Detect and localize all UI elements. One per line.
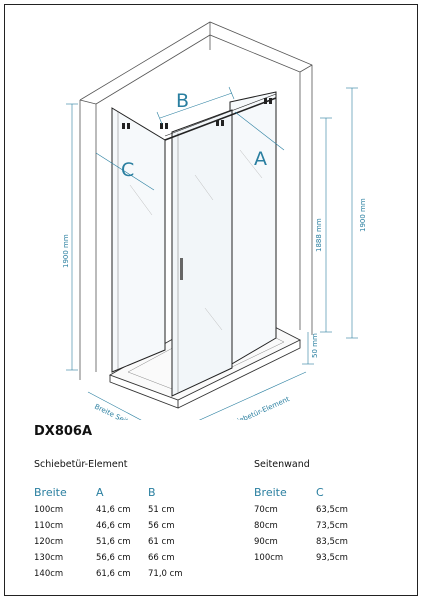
cell: 66 cm [148,553,175,563]
table-row: 70cm 63,5cm [254,506,366,522]
table-row: 80cm 73,5cm [254,522,366,538]
table-row: 140cm 61,6 cm 71,0 cm [34,570,198,586]
cell: 100cm [34,505,64,515]
tray-height-text: 50 mm [311,333,319,358]
table-row: 110cm 46,6 cm 56 cm [34,522,198,538]
cell: 56 cm [148,521,175,531]
table-row: 120cm 51,6 cm 61 cm [34,538,198,554]
schiebetuer-title: Schiebetür-Element [34,459,128,470]
cell: 41,6 cm [96,505,131,515]
page-frame [4,4,418,596]
table-row: 130cm 56,6 cm 66 cm [34,554,198,570]
cell: 73,5cm [316,521,348,531]
cell: 90cm [254,537,278,547]
col-c: C [316,486,324,499]
cell: 46,6 cm [96,521,131,531]
cell: 56,6 cm [96,553,131,563]
height-right-text: 1900 mm [359,198,367,232]
shower-enclosure-drawing: B A C 1900 mm 1900 mm 1888 mm 50 mm Brei… [62,21,367,420]
cell: 51,6 cm [96,537,131,547]
col-breite: Breite [34,486,67,499]
cell: 140cm [34,569,64,579]
cell: 61,6 cm [96,569,131,579]
model-number: DX806A [34,424,93,439]
cell: 63,5cm [316,505,348,515]
width-side-text: Breite Seitenwand [93,403,154,420]
cell: 83,5cm [316,537,348,547]
room-walls [79,21,313,380]
height-left-text: 1900 mm [62,234,70,268]
col-b: B [148,486,156,499]
fittings [122,98,272,129]
label-b: B [176,90,189,112]
cell: 120cm [34,537,64,547]
glass-panels [111,91,277,397]
cell: 100cm [254,553,284,563]
label-c: C [121,159,134,181]
cell: 110cm [34,521,64,531]
cell: 93,5cm [316,553,348,563]
cell: 61 cm [148,537,175,547]
table-row: 100cm 93,5cm [254,554,366,570]
seitenwand-title: Seitenwand [254,459,310,470]
seitenwand-table: Breite C 70cm 63,5cm 80cm 73,5cm 90cm 83,5c… [254,486,366,570]
cell: 80cm [254,521,278,531]
schiebetuer-table: Breite A B 100cm 41,6 cm 51 cm 110cm 46,6 c… [34,486,198,586]
cell: 130cm [34,553,64,563]
cell: 70cm [254,505,278,515]
cell: 51 cm [148,505,175,515]
col-a: A [96,486,104,499]
table-row: 100cm 41,6 cm 51 cm [34,506,198,522]
col-breite: Breite [254,486,287,499]
table-row: 90cm 83,5cm [254,538,366,554]
cell: 71,0 cm [148,569,183,579]
label-a: A [254,148,267,170]
height-inner-text: 1888 mm [315,218,323,252]
dimension-lines [66,86,358,420]
glass-reflections [129,149,263,331]
